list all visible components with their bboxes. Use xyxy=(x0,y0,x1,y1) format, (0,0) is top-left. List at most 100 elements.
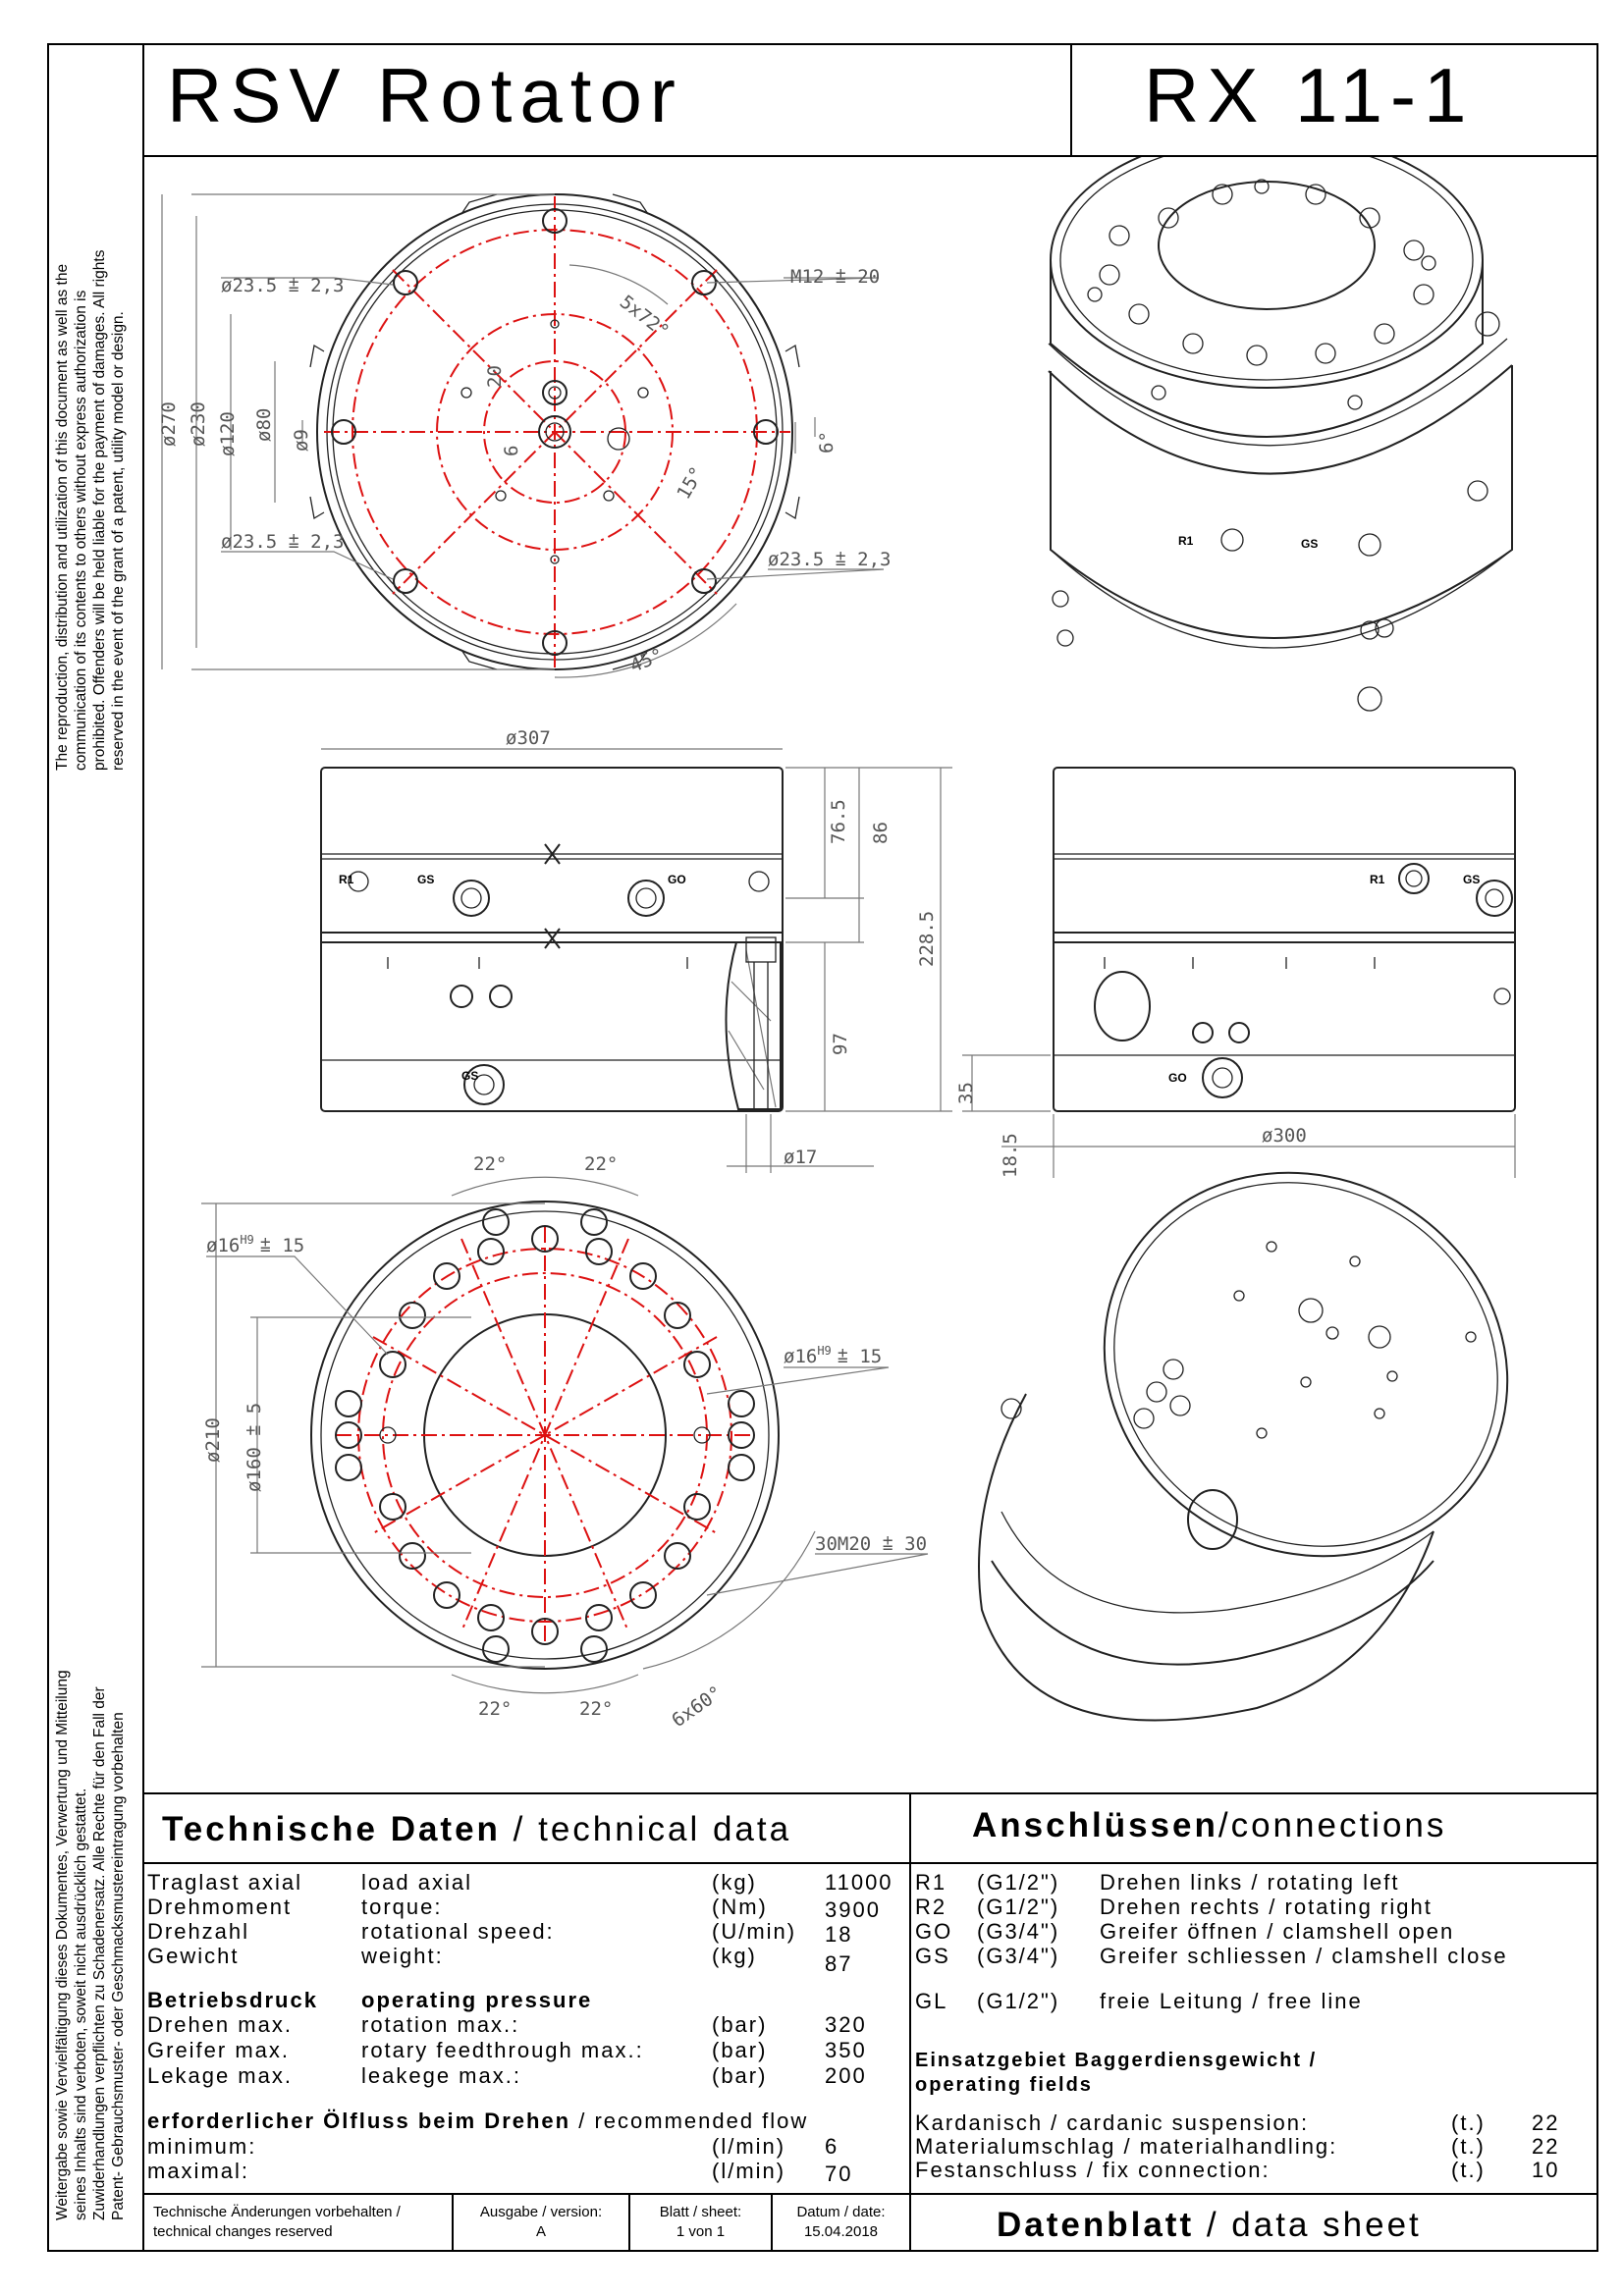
fields-title-2: operating fields xyxy=(915,2074,1093,2096)
dim-bottom-hole-2: ø16 xyxy=(784,1346,817,1367)
dim-top-hole-1: ø23.5 ⩲ 2,3 xyxy=(221,275,345,296)
conn-row-0-text: Drehen links / rotating left xyxy=(1100,1870,1400,1895)
field-row-0-val: 22 xyxy=(1532,2110,1560,2135)
pressure-row-0-unit: (bar) xyxy=(712,2012,768,2037)
dim-bottom-hole-1-fit: H9 xyxy=(240,1233,253,1247)
dim-bottom-hole-2-fit: H9 xyxy=(817,1344,831,1358)
tech-row-3-unit: (kg) xyxy=(712,1944,757,1968)
front-label-gs: GS xyxy=(417,873,434,886)
dim-side-300: ø300 xyxy=(1262,1125,1307,1147)
tech-heading: Technische Daten / technical data xyxy=(162,1810,791,1849)
flow-row-1-val: 70 xyxy=(825,2162,853,2186)
front-view: R1 GS GO GS ø307 76.5 86 228.5 97 ø17 xyxy=(320,727,952,1173)
tech-row-0-unit: (kg) xyxy=(712,1870,757,1895)
dim-bottom-6x60: 6x60° xyxy=(668,1682,726,1732)
dim-top-6: 6 xyxy=(501,446,522,456)
tech-heading-de: Technische Daten xyxy=(162,1810,501,1848)
svg-text:ø16H9⩲ 15: ø16H9 ⩲ 15 xyxy=(206,1233,304,1256)
side-column-divider xyxy=(142,43,144,2252)
footer-date: 15.04.2018 xyxy=(803,2223,879,2240)
footer-split-2 xyxy=(628,2193,630,2252)
flow-heading-en: / recommended flow xyxy=(570,2109,809,2133)
dim-front-17: ø17 xyxy=(784,1147,817,1168)
dim-top-hole-2: ø23.5 ⩲ 2,3 xyxy=(221,531,345,553)
pressure-row-2-de: Lekage max. xyxy=(147,2063,293,2088)
dim-front-307: ø307 xyxy=(506,727,551,749)
table-split xyxy=(909,1792,911,2195)
top-view: ø23.5 ⩲ 2,3 M12 ⩲ 20 5x72° 20 ø270 ø230 … xyxy=(158,193,892,678)
dim-side-35: 35 xyxy=(955,1082,977,1104)
dim-bottom-22-4: 22° xyxy=(579,1698,613,1720)
tech-row-1-unit: (Nm) xyxy=(712,1895,768,1919)
footer-sheet-label: Blatt / sheet: xyxy=(659,2204,742,2220)
conn-gl-id: GL xyxy=(915,1989,948,2013)
front-label-gs-2: GS xyxy=(461,1069,478,1083)
pressure-row-1-de: Greifer max. xyxy=(147,2038,291,2062)
technical-drawings: .ln { stroke:#222; fill:none; stroke-wid… xyxy=(158,157,1516,1732)
conn-row-3-size: (G3/4") xyxy=(977,1944,1060,1968)
tech-row-1-de: Drehmoment xyxy=(147,1895,293,1919)
dim-front-97: 97 xyxy=(830,1033,851,1055)
conn-heading-en: /connections xyxy=(1217,1806,1447,1844)
dim-top-angle-5x72: 5x72° xyxy=(616,292,674,344)
datasheet-label-de: Datenblatt xyxy=(997,2206,1195,2244)
dim-bottom-22-2: 22° xyxy=(584,1153,618,1175)
footer-changes-line-2: technical changes reserved xyxy=(153,2223,333,2240)
footer-changes-line-1: Technische Änderungen vorbehalten / xyxy=(153,2204,401,2220)
dim-top-45-deg: 45° xyxy=(627,644,667,676)
field-row-0-text: Kardanisch / cardanic suspension: xyxy=(915,2110,1310,2135)
dim-bottom-22-1: 22° xyxy=(473,1153,507,1175)
dim-top-hole-3: ø23.5 ⩲ 2,3 xyxy=(768,549,892,570)
dim-bottom-hole-2-depth: ⩲ 15 xyxy=(838,1346,882,1367)
dim-top-80: ø80 xyxy=(253,408,275,442)
tech-row-0-de: Traglast axial xyxy=(147,1870,303,1895)
tech-row-3-en: weight: xyxy=(361,1944,444,1968)
field-row-2-text: Festanschluss / fix connection: xyxy=(915,2158,1271,2182)
tech-row-2-en: rotational speed: xyxy=(361,1919,555,1944)
flow-heading: erforderlicher Ölfluss beim Drehen / rec… xyxy=(147,2109,808,2134)
conn-row-0-size: (G1/2") xyxy=(977,1870,1060,1895)
side-label-go: GO xyxy=(1168,1071,1187,1085)
side-view: R1 GS GO 35 18.5 ø300 xyxy=(955,767,1516,1178)
flow-row-0-val: 6 xyxy=(825,2134,839,2159)
tech-row-1-en: torque: xyxy=(361,1895,443,1919)
tech-row-2-val: 18 xyxy=(825,1922,853,1947)
sidenote-de: Weitergabe sowie Vervielfältigung dieses… xyxy=(54,1670,127,2220)
svg-text:ø16H9⩲ 15: ø16H9 ⩲ 15 xyxy=(784,1344,882,1367)
dim-bottom-hole-1-depth: ⩲ 15 xyxy=(260,1235,304,1256)
footer-divider xyxy=(142,2193,1598,2195)
dim-top-thread: M12 ⩲ 20 xyxy=(790,266,880,288)
footer-date-label: Datum / date: xyxy=(796,2204,886,2220)
drawing-frame xyxy=(47,43,1598,2252)
pressure-row-2-val: 200 xyxy=(825,2063,867,2088)
model-number: RX 11-1 xyxy=(1144,52,1475,138)
footer-version: A xyxy=(535,2223,546,2240)
tech-row-2-unit: (U/min) xyxy=(712,1919,797,1944)
conn-gl-size: (G1/2") xyxy=(977,1989,1060,2013)
bottom-view: 22° 22° ø16H9⩲ 15 ø16H9⩲ 15 ø210 ø160 ⩲ … xyxy=(201,1153,929,1732)
dim-front-86: 86 xyxy=(870,822,892,844)
footer-split-3 xyxy=(771,2193,773,2252)
dim-bottom-160: ø160 ⩲ 5 xyxy=(243,1403,265,1492)
dim-top-230: ø230 xyxy=(188,401,209,447)
tech-row-0-en: load axial xyxy=(361,1870,472,1895)
pressure-heading-en: operating pressure xyxy=(361,1988,593,2012)
sidenote-en: The reproduction, distribution and utili… xyxy=(54,249,127,771)
conn-heading-de: Anschlüssen xyxy=(972,1806,1218,1844)
footer-split-4 xyxy=(909,2193,911,2252)
tech-row-1-val: 3900 xyxy=(825,1897,881,1922)
field-row-1-unit: (t.) xyxy=(1451,2134,1486,2159)
table-header-divider xyxy=(142,1862,1598,1864)
dim-bottom-m20: 30M20 ⩲ 30 xyxy=(815,1533,927,1555)
pressure-row-1-en: rotary feedthrough max.: xyxy=(361,2038,644,2062)
pressure-heading-de: Betriebsdruck xyxy=(147,1988,318,2012)
dim-front-228-5: 228.5 xyxy=(916,911,938,967)
tech-heading-en: / technical data xyxy=(500,1810,792,1848)
dim-bottom-hole-1: ø16 xyxy=(206,1235,240,1256)
pressure-row-2-en: leakege max.: xyxy=(361,2063,521,2088)
conn-row-1-text: Drehen rechts / rotating right xyxy=(1100,1895,1433,1919)
iso-view-top: R1 GS xyxy=(1048,157,1513,712)
pressure-row-1-unit: (bar) xyxy=(712,2038,768,2062)
dim-top-120: ø120 xyxy=(217,411,239,456)
pressure-row-1-val: 350 xyxy=(825,2038,867,2062)
